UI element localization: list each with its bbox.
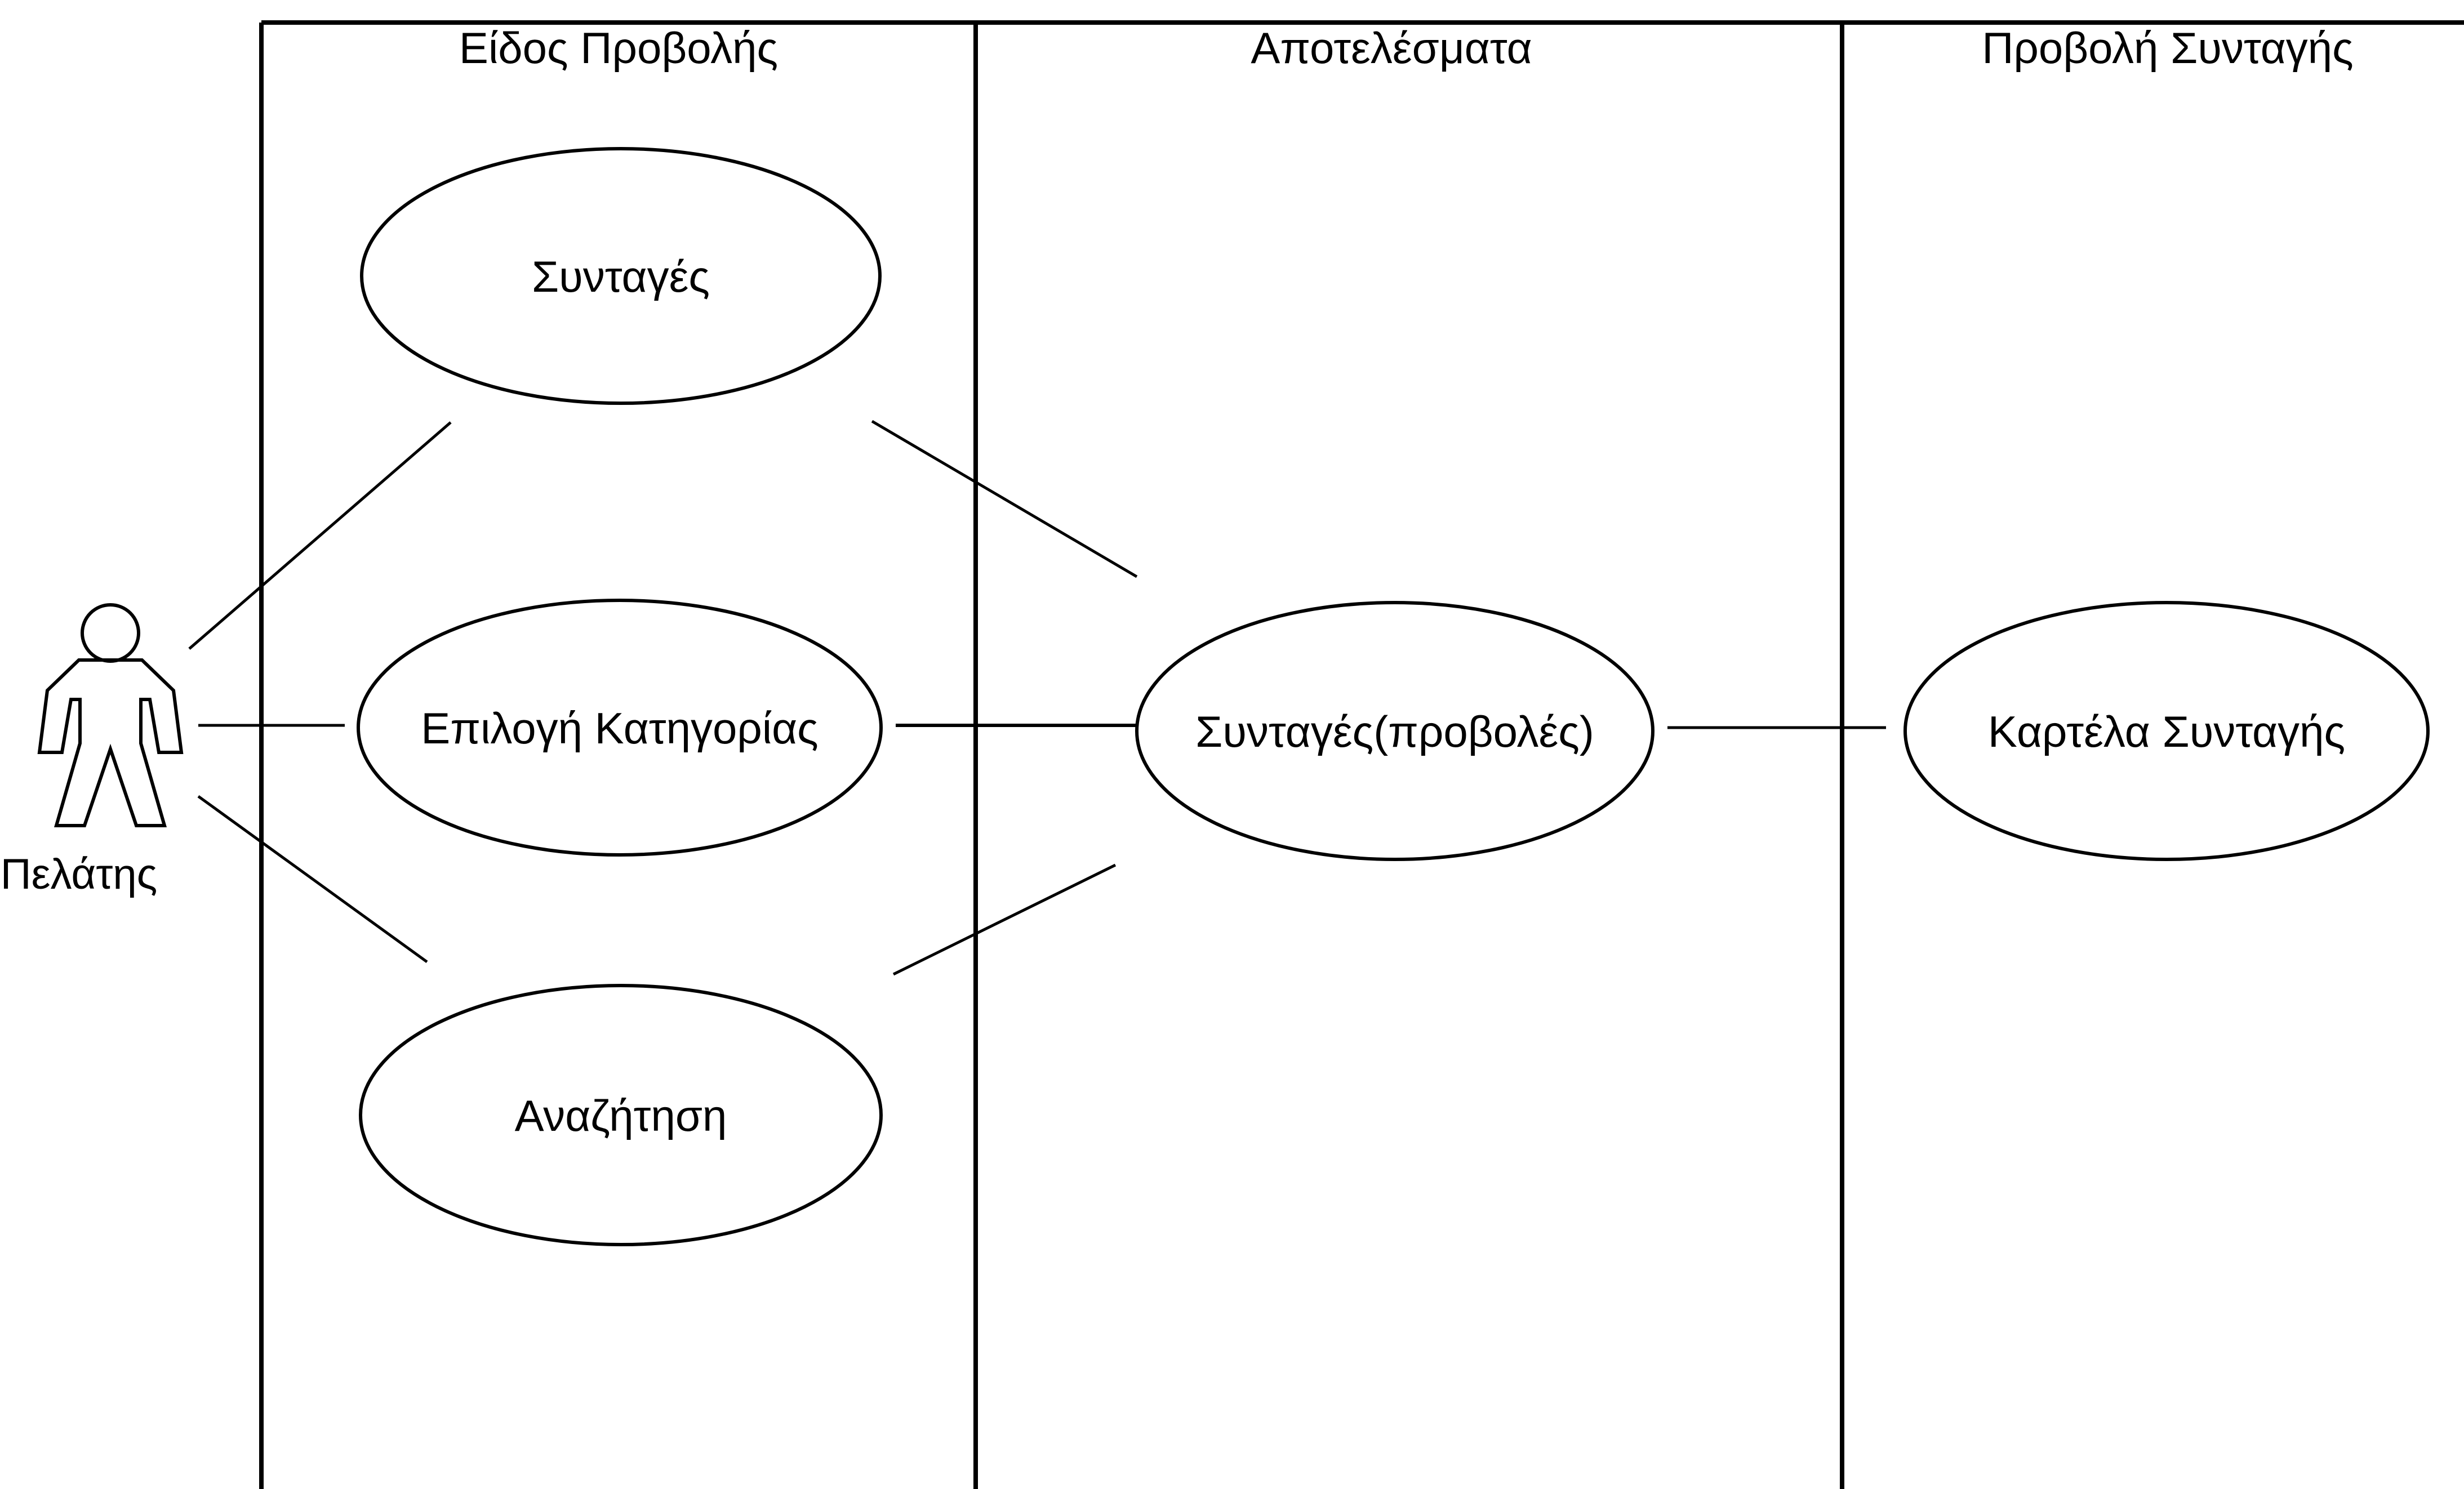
use-case-recipes[interactable]: Συνταγές: [360, 147, 882, 405]
association-recipes-results: [871, 420, 1138, 578]
lane-title-view-type: Είδος Προβολής: [459, 23, 778, 73]
associations: [188, 420, 1886, 976]
use-case-recipes-label: Συνταγές: [532, 252, 710, 301]
lane-title-results: Αποτελέσματα: [1251, 23, 1532, 73]
use-case-recipe-card[interactable]: Καρτέλα Συνταγής: [1903, 601, 2430, 861]
use-case-category-selection[interactable]: Επιλογή Κατηγορίας: [357, 599, 883, 857]
use-case-search[interactable]: Αναζήτηση: [359, 984, 883, 1246]
use-case-category-selection-label: Επιλογή Κατηγορίας: [421, 703, 819, 753]
association-actor-recipes: [188, 421, 452, 650]
actor-label: Πελάτης: [1, 850, 157, 898]
lane-title-recipe-view: Προβολή Συνταγής: [1982, 23, 2354, 73]
association-search-results: [892, 863, 1117, 976]
use-case-recipe-results-label: Συνταγές(προβολές): [1195, 707, 1594, 756]
use-case-recipe-results[interactable]: Συνταγές(προβολές): [1135, 601, 1654, 861]
association-actor-search: [197, 795, 428, 964]
swimlane-frame: [259, 20, 2464, 1489]
stick-figure-actor-icon: [37, 603, 184, 827]
use-case-recipe-card-label: Καρτέλα Συνταγής: [1988, 707, 2345, 756]
use-case-search-label: Αναζήτηση: [515, 1091, 727, 1140]
